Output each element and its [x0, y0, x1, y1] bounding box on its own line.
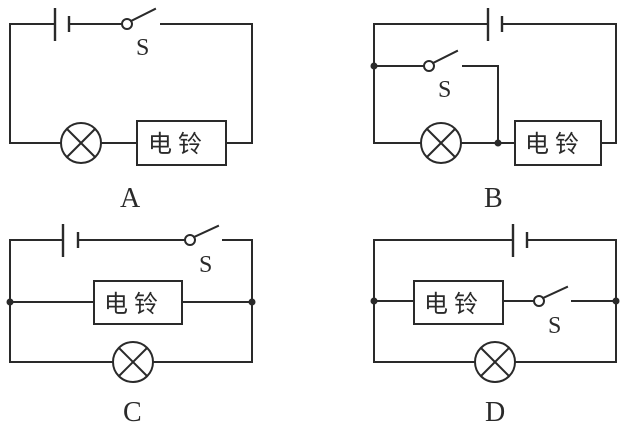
bell: 电铃: [136, 120, 227, 166]
switch-pivot: [121, 18, 133, 30]
junction-dot: [370, 297, 378, 305]
bell-box: [136, 120, 227, 166]
battery: [53, 8, 71, 41]
lamp-cross-line: [480, 347, 510, 377]
switch-pivot: [423, 60, 435, 72]
switch-label: S: [438, 77, 451, 103]
switch-label: S: [136, 35, 149, 61]
lamp: [420, 122, 462, 164]
lamp-cross-line: [66, 128, 96, 158]
wire-loop: [9, 23, 253, 144]
bell: 电铃: [514, 120, 602, 166]
switch-lever: [431, 49, 459, 65]
bell-label: 电铃: [148, 130, 208, 158]
circuit-c: S 电铃 C: [6, 224, 256, 427]
junction-dot: [248, 298, 256, 306]
option-label: C: [123, 397, 142, 427]
switch: S: [423, 49, 459, 103]
bell-label: 电铃: [525, 130, 585, 158]
junction-dot: [612, 297, 620, 305]
circuit-b: S 电铃 B: [370, 8, 617, 214]
junction-dot: [494, 139, 502, 147]
bell-box: [514, 120, 602, 166]
option-label: D: [485, 397, 505, 427]
switch-label: S: [548, 313, 561, 339]
switch-lever: [541, 285, 569, 300]
bell: 电铃: [413, 280, 504, 325]
bell-label: 电铃: [424, 290, 484, 318]
wire-loop: [373, 23, 617, 144]
lamp: [474, 341, 516, 383]
lamp-cross-line: [118, 347, 148, 377]
switch: S: [121, 7, 157, 61]
switch: S: [184, 224, 220, 278]
switch-pivot: [533, 295, 545, 307]
junction-dot: [6, 298, 14, 306]
lamp: [112, 341, 154, 383]
bell: 电铃: [93, 280, 183, 325]
lamp: [60, 122, 102, 164]
junction-dot: [370, 62, 378, 70]
circuit-d: 电铃 S D: [370, 224, 620, 427]
bell-label: 电铃: [104, 290, 164, 318]
battery: [61, 224, 80, 257]
switch-lever: [129, 7, 157, 23]
option-label: B: [484, 183, 503, 214]
battery: [486, 8, 504, 41]
switch-pivot: [184, 234, 196, 246]
battery: [511, 224, 529, 257]
bell-box: [93, 280, 183, 325]
switch: S: [533, 285, 569, 339]
lamp-cross-line: [426, 128, 456, 158]
option-label: A: [120, 183, 141, 214]
circuit-a: S 电铃 A: [9, 7, 253, 214]
bell-box: [413, 280, 504, 325]
switch-label: S: [199, 252, 212, 278]
switch-lever: [192, 224, 220, 239]
